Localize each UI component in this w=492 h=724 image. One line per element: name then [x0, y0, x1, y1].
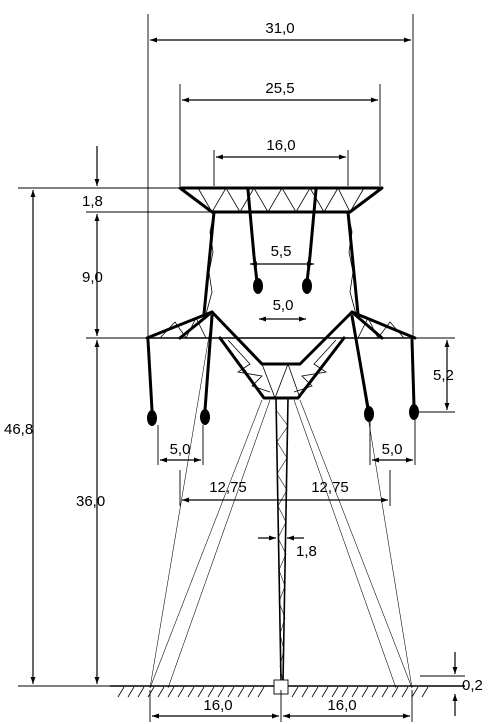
dimension-lines: [30, 37, 458, 719]
dim-right-half-span: 12,75: [311, 479, 349, 496]
dim-insulator-length: 5,2: [433, 367, 454, 384]
dim-total-height: 46,8: [4, 421, 33, 438]
dim-top-width: 16,0: [266, 137, 295, 154]
dim-lower-height: 36,0: [76, 493, 105, 510]
tower-structure: [110, 186, 465, 698]
dimension-labels: 31,0 25,5 16,0 1,8 9,0 5,5 5,0 46,8 5,2 …: [4, 20, 483, 714]
dim-post-width: 1,8: [296, 543, 317, 560]
dim-base-right: 16,0: [327, 697, 356, 714]
dim-right-offset: 5,0: [382, 441, 403, 458]
dim-inner-spacing: 5,5: [271, 243, 292, 260]
dim-top-depth: 1,8: [82, 193, 103, 210]
extension-lines: [18, 14, 465, 722]
dim-crossarm-width: 25,5: [265, 80, 294, 97]
dim-base-left: 16,0: [203, 697, 232, 714]
dim-left-offset: 5,0: [170, 441, 191, 458]
dim-foundation-depth: 0,2: [462, 677, 483, 694]
dim-inner-gap: 5,0: [273, 297, 294, 314]
dim-overall-width: 31,0: [265, 20, 294, 37]
dim-left-half-span: 12,75: [209, 479, 247, 496]
dim-upper-height: 9,0: [82, 269, 103, 286]
